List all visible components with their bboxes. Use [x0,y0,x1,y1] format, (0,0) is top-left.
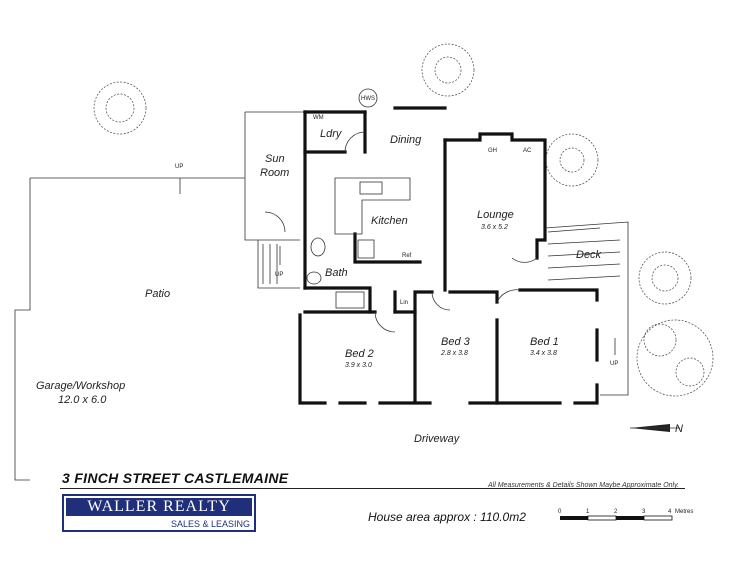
tree-right-2 [638,251,692,305]
label-bed1-dim: 3.4 x 3.8 [530,350,557,357]
steps-outline [257,240,300,289]
tree-top-center [421,43,475,97]
label-lounge: Lounge [477,209,514,221]
basin [306,271,322,285]
agency-logo: WALLER REALTY SALES & LEASING [62,494,256,532]
toilet [310,237,326,257]
label-garage-2: 12.0 x 6.0 [58,394,107,406]
label-north: N [675,423,683,435]
wall-kitchen [353,232,422,264]
scale-bar [560,515,673,521]
label-bed2-dim: 3.9 x 3.0 [345,362,372,369]
label-wm: WM [313,115,324,121]
door-bed1 [496,289,521,303]
wall-bed2-west [298,313,327,405]
scale-tick-2: 2 [614,509,618,515]
door-bed2 [374,311,396,333]
property-title: 3 FINCH STREET CASTLEMAINE [62,470,289,486]
label-deck: Deck [576,249,602,261]
house-area: House area approx : 110.0m2 [368,510,526,524]
label-bath: Bath [325,267,348,279]
door-deck [511,257,538,263]
sunroom-wall [244,112,300,241]
label-gh: GH [488,148,497,154]
label-bed1: Bed 1 [530,336,559,348]
scale-tick-0: 0 [558,509,562,515]
label-lin: Lin [400,300,408,306]
label-lounge-dim: 3.6 x 5.2 [481,224,508,231]
label-garage-1: Garage/Workshop [36,380,125,392]
wall-bed1-top [518,288,599,302]
label-up-steps: UP [275,272,283,278]
label-up-patio: UP [175,164,183,170]
wall-bed3-top [448,290,499,304]
wall-bed1-south [573,383,599,405]
label-driveway: Driveway [414,433,461,445]
label-bed2: Bed 2 [345,348,374,360]
label-bed3-dim: 2.8 x 3.8 [440,350,468,357]
agency-name: WALLER REALTY [66,498,252,516]
label-kitchen: Kitchen [371,215,408,227]
kitchen-sink [359,181,383,195]
label-bed3: Bed 3 [441,336,471,348]
steps [262,244,278,284]
label-up-deck: UP [610,361,618,367]
door-sunroom [264,211,286,233]
label-ldry: Ldry [320,128,343,140]
scale-tick-1: 1 [586,509,590,515]
disclaimer-text: All Measurements & Details Shown Maybe A… [488,482,680,489]
title-divider [60,488,685,489]
label-ref: Ref [402,253,412,259]
agency-tagline: SALES & LEASING [170,519,250,529]
label-ac: AC [523,148,532,154]
scale-unit: Metres [675,509,693,515]
label-hws: HWS [361,96,375,102]
label-patio: Patio [145,288,170,300]
label-sunroom-2: Room [260,167,289,179]
scale-tick-4: 4 [668,509,672,515]
garage-outline [14,178,31,481]
deck-outline [544,221,629,396]
cooktop [357,239,375,259]
tree-right-3 [636,319,714,397]
wall-bed2-top-b [393,290,434,314]
door-ldry [344,131,366,153]
door-bed3 [431,291,451,311]
label-sunroom-1: Sun [265,153,285,165]
tree-top-left [93,81,147,135]
scale-tick-3: 3 [642,509,646,515]
deck-boards [547,227,621,281]
wall-bed2-east [413,310,432,405]
kitchen-bench [334,177,411,235]
hws-unit [358,88,378,108]
wall-lounge-north [443,132,547,260]
wall-bed3-east [495,318,562,405]
label-dining: Dining [390,134,422,146]
tree-right-1 [545,133,599,187]
wall-bath [303,286,372,314]
shower [335,291,365,309]
